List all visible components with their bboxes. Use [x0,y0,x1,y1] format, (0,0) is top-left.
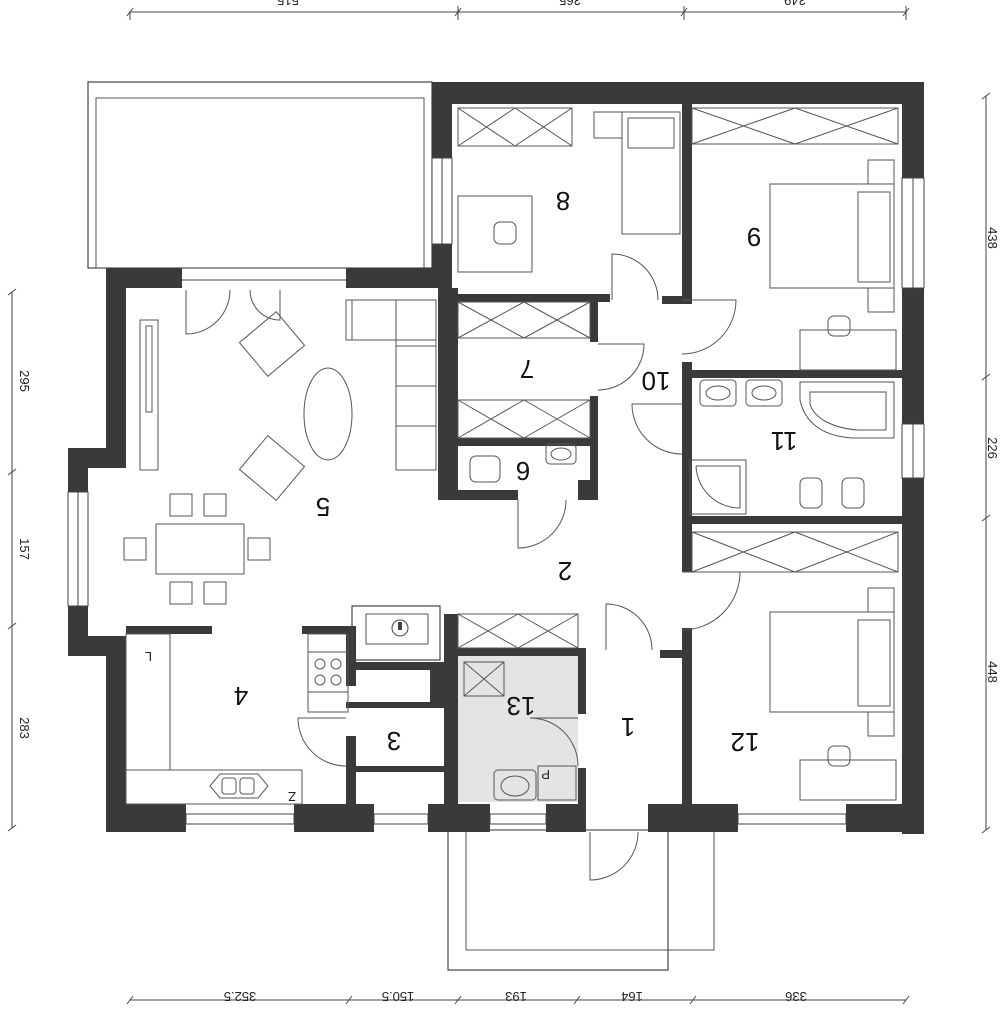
room-label-10: 10 [642,366,671,396]
dim-bottom-3: 193 [505,989,527,1004]
dim-bottom-5: 336 [785,989,807,1004]
room-label-4: 4 [234,681,248,711]
room-label-5: 5 [316,492,330,522]
room-13-fixtures [463,661,577,801]
dim-right-3: 448 [985,661,1000,683]
bath-mark-p: P [541,767,550,782]
terrace-entrance [447,829,715,971]
dim-right-1: 438 [985,227,1000,249]
kitchen-mark-l: L [145,649,152,664]
room-label-12: 12 [731,727,760,757]
dimension-labels: 515 365 349 352.5 150.5 193 164 336 295 … [17,0,1000,1004]
room-label-8: 8 [556,186,570,216]
dim-top-1: 515 [277,0,299,8]
dim-top-2: 365 [559,0,581,8]
room-label-1: 1 [621,712,635,742]
dim-left-1: 295 [17,370,32,392]
room-12-furniture [769,587,897,801]
dim-top-3: 349 [784,0,806,8]
room-8-furniture [457,111,681,273]
dim-bottom-1: 352.5 [224,989,257,1004]
kitchen-4-fixtures [125,633,349,805]
fireplace [351,605,441,661]
room-label-2: 2 [558,556,572,586]
room-label-9: 9 [747,222,761,252]
room-label-13: 13 [507,691,536,721]
wardrobes [457,107,899,649]
room-label-7: 7 [520,354,534,384]
kitchen-mark-z: Z [288,789,296,804]
room-11-fixtures [689,379,895,515]
dim-bottom-4: 164 [621,989,643,1004]
dim-left-2: 157 [17,538,32,560]
room-label-3: 3 [387,726,401,756]
room-9-furniture [769,159,897,371]
bathroom-13-floor [458,656,578,802]
exterior-walls [68,82,924,834]
dim-right-2: 226 [985,437,1000,459]
doors[interactable] [185,253,741,881]
windows [67,157,925,825]
room-6-fixtures [469,443,577,483]
room-label-11: 11 [771,426,798,456]
interior-walls [126,104,902,832]
dim-left-3: 283 [17,717,32,739]
room-labels: 1 2 3 4 5 6 7 8 9 10 11 12 13 [234,186,798,757]
terrace-top-left [87,81,433,269]
dim-bottom-2: 150.5 [382,989,415,1004]
dimension-lines [7,6,991,1005]
room-5-furniture [123,299,437,605]
room-label-6: 6 [516,456,530,486]
